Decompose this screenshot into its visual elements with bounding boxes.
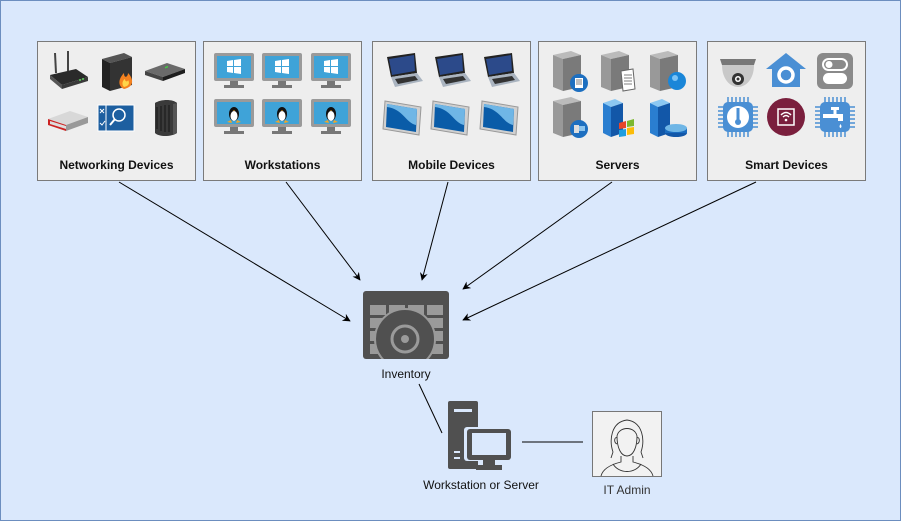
security-camera-icon [714,48,762,94]
document-server-icon [593,48,641,94]
group-workstations[interactable]: Workstations [203,41,362,181]
database-server-icon [642,94,690,140]
inventory-database-icon [363,291,449,370]
laptop-icon [427,48,475,94]
workstation-server-icon [448,401,512,470]
tablet-icon [379,94,427,140]
tablet-icon [427,94,475,140]
edge-inventory-to-workstation [418,383,443,434]
group-smart-devices[interactable]: Smart Devices [707,41,866,181]
user-avatar-icon [600,419,654,477]
group-networking-devices[interactable]: Networking Devices [37,41,196,181]
windows-server-icon [593,94,641,140]
workstation-server-node[interactable] [446,401,514,471]
laptop-icon [379,48,427,94]
edge-smart-to-inventory [462,181,757,321]
web-server-icon [642,48,690,94]
group-label: Smart Devices [745,158,828,172]
switch-icon [141,48,189,94]
wireless-router-icon [44,48,92,94]
tablet-icon [476,94,524,140]
modem-icon [141,94,189,140]
windows-monitor-icon [258,48,306,94]
smart-wifi-plug-icon [762,94,810,140]
edge-mobile-to-inventory [419,181,449,281]
inventory-label: Inventory [381,367,431,381]
linux-monitor-icon [258,94,306,140]
hub-icon [44,94,92,140]
edge-networking-to-inventory [118,181,351,322]
edge-workstations-to-inventory [285,181,361,281]
group-servers[interactable]: Servers [538,41,697,181]
windows-monitor-icon [307,48,355,94]
firewall-policy-icon [92,94,140,140]
linux-monitor-icon [210,94,258,140]
group-label: Workstations [244,158,321,172]
linux-monitor-icon [307,94,355,140]
file-server-icon [545,48,593,94]
inventory-node[interactable] [363,291,449,370]
smart-switch-icon [811,48,859,94]
laptop-icon [476,48,524,94]
workstation-server-label: Workstation or Server [423,478,539,492]
windows-monitor-icon [210,48,258,94]
group-label: Networking Devices [59,158,174,172]
group-label: Mobile Devices [408,158,495,172]
firewall-icon [92,48,140,94]
group-mobile-devices[interactable]: Mobile Devices [372,41,531,181]
it-admin-node[interactable] [592,411,662,477]
group-label: Servers [595,158,640,172]
edge-servers-to-inventory [462,181,613,290]
smart-faucet-icon [811,94,859,140]
terminal-server-icon [545,94,593,140]
smart-home-icon [762,48,810,94]
smart-thermometer-icon [714,94,762,140]
it-admin-label: IT Admin [603,483,651,497]
